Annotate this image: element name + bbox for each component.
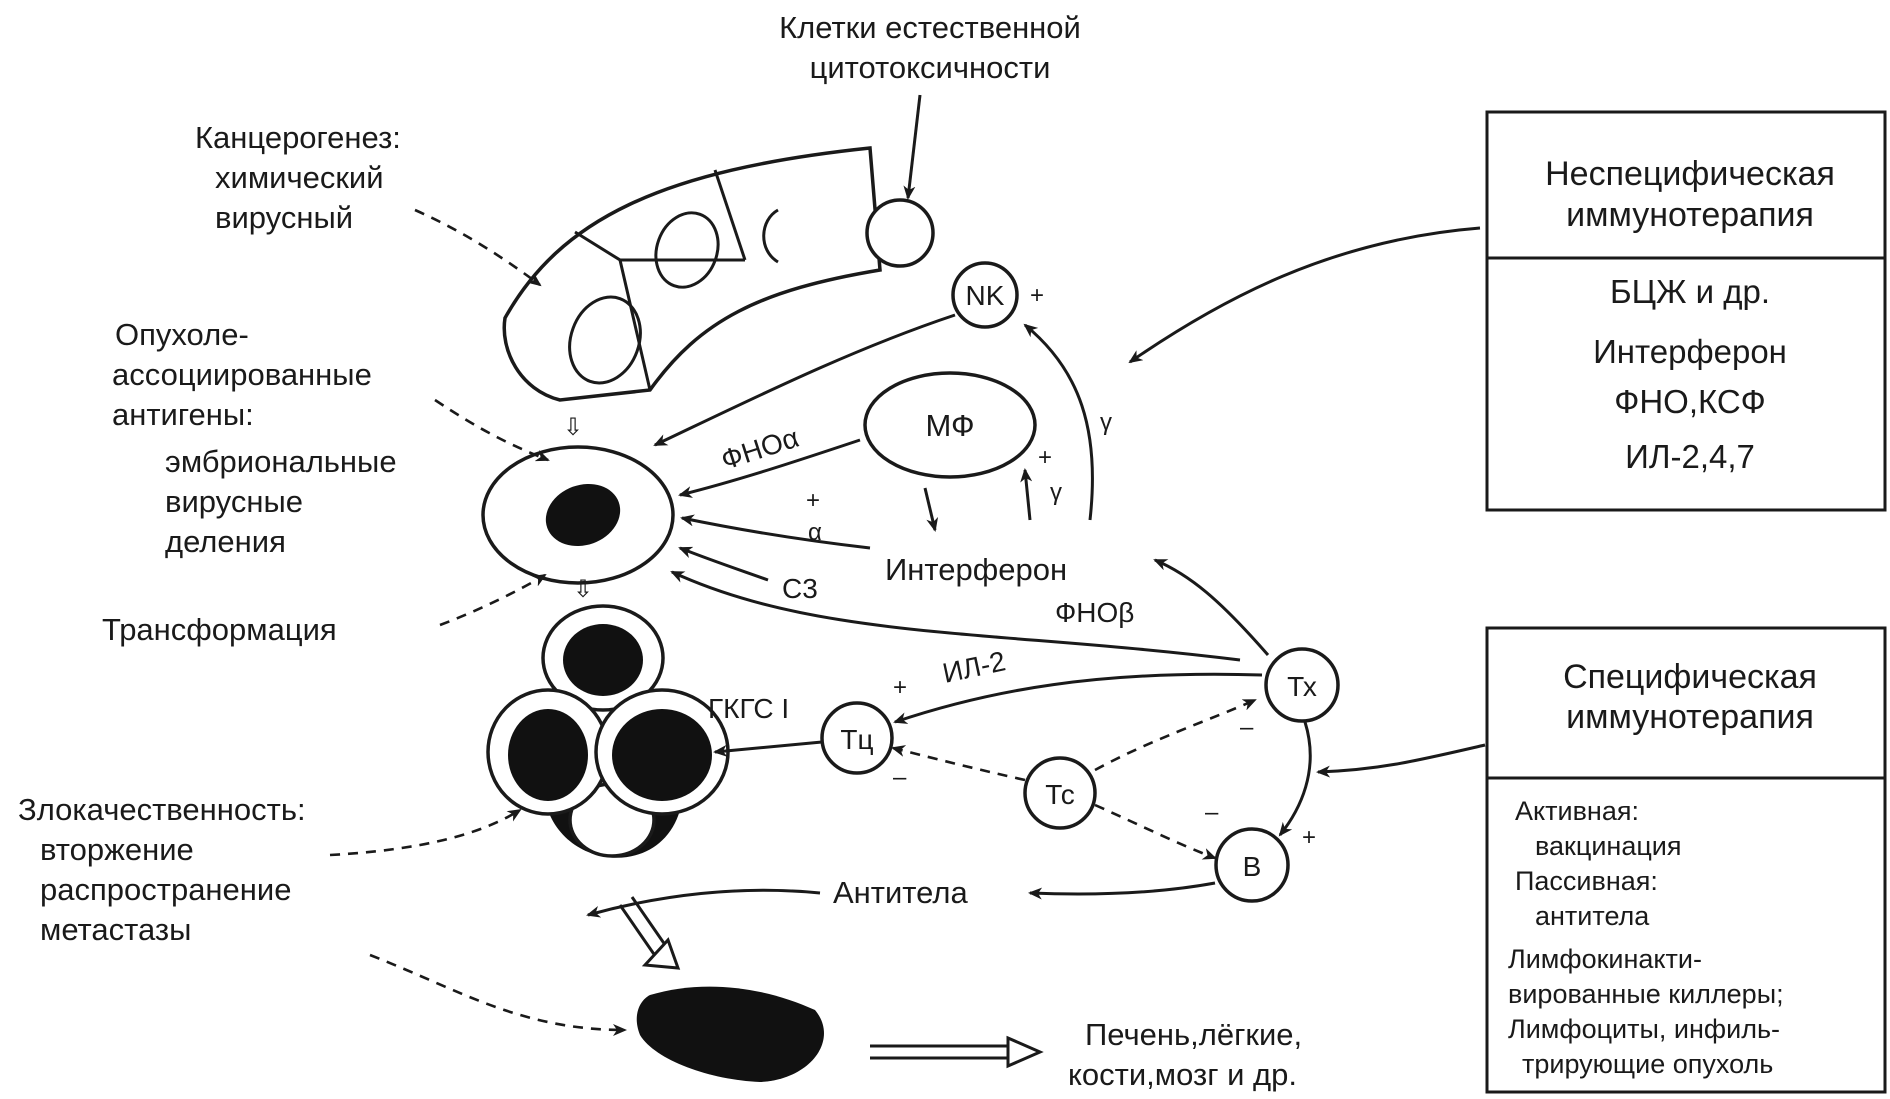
tumor-antigens-label: Опухоле- ассоциированные антигены: эмбри…: [112, 317, 397, 559]
specific-item-vaccination: вакцинация: [1535, 831, 1682, 861]
metastasis-targets-label: Печень,лёгкие, кости,мозг и др.: [1068, 1017, 1302, 1092]
minus-sign-tc: –: [893, 764, 907, 791]
malignancy-title: Злокачественность:: [18, 792, 306, 827]
minus-sign-b: –: [1205, 799, 1219, 826]
antibodies-label: Антитела: [833, 875, 968, 910]
nonspecific-item-tnf-csf: ФНО,КСФ: [1614, 383, 1766, 420]
specific-immunotherapy-box: Специфическая иммунотерапия Активная: ва…: [1487, 628, 1885, 1092]
carcinogenesis-chemical: химический: [215, 160, 384, 195]
nk-source-cell: [867, 200, 933, 266]
specific-item-til-line2: трирующие опухоль: [1522, 1049, 1773, 1079]
fno-alpha-label: ФНОα: [717, 422, 802, 476]
th-cell-label: Тх: [1287, 671, 1317, 702]
macrophage-label: МФ: [925, 408, 974, 443]
ts-cell-label: Тс: [1045, 779, 1075, 810]
specific-title-line1: Специфическая: [1563, 658, 1817, 696]
specific-item-lak-line2: вированные киллеры;: [1508, 979, 1784, 1009]
epithelium-cells: [504, 148, 880, 400]
gamma-label-2: γ: [1050, 479, 1062, 506]
plus-sign-b: +: [1302, 824, 1316, 851]
nonspecific-item-il: ИЛ-2,4,7: [1625, 438, 1755, 475]
metastasis-targets-line1: Печень,лёгкие,: [1085, 1017, 1302, 1052]
malignancy-spread: распространение: [40, 872, 291, 907]
malignancy-metastases: метастазы: [40, 912, 191, 947]
tumor-antigens-line3: антигены:: [112, 397, 254, 432]
tc-cell-label: Тц: [840, 724, 873, 755]
tumor-antigens-deletions: деления: [165, 524, 286, 559]
tumor-antigens-embryonic: эмбриональные: [165, 444, 397, 479]
metastasis-targets-line2: кости,мозг и др.: [1068, 1057, 1297, 1092]
plus-sign-nk: +: [1030, 282, 1044, 309]
carcinogenesis-viral: вирусный: [215, 200, 353, 235]
il2-label: ИЛ-2: [940, 645, 1008, 689]
down-arrow-1: ⇩: [563, 414, 583, 441]
fno-beta-label: ФНОβ: [1055, 597, 1134, 628]
nonspecific-title-line2: иммунотерапия: [1566, 196, 1814, 234]
plus-sign-alpha: +: [806, 487, 820, 514]
carcinogenesis-label: Канцерогенез: химический вирусный: [195, 120, 401, 235]
alpha-label: α: [808, 519, 822, 546]
nonspecific-title-line1: Неспецифическая: [1545, 155, 1835, 193]
tumor-cluster: [488, 690, 728, 858]
malignancy-label: Злокачественность: вторжение распростран…: [18, 792, 306, 947]
interferon-label: Интерферон: [885, 552, 1067, 587]
tumor-antigens-line1: Опухоле-: [115, 317, 249, 352]
nk-cells-label-line1: Клетки естественной: [779, 10, 1081, 45]
nk-cells-label: Клетки естественной цитотоксичности: [779, 10, 1081, 85]
specific-item-lak-line1: Лимфокинакти-: [1508, 944, 1702, 974]
tumor-antigens-line2: ассоциированные: [112, 357, 372, 392]
plus-sign-tc: +: [893, 674, 907, 701]
specific-item-antibodies: антитела: [1535, 901, 1650, 931]
b-cell-label: В: [1243, 851, 1262, 882]
nonspecific-item-interferon: Интерферон: [1593, 333, 1787, 370]
malignancy-invasion: вторжение: [40, 832, 194, 867]
specific-item-active: Активная:: [1515, 796, 1639, 826]
specific-title-line2: иммунотерапия: [1566, 698, 1814, 736]
tumor-antigens-viral: вирусные: [165, 484, 303, 519]
c3-label: С3: [782, 573, 818, 604]
nk-cells-label-line2: цитотоксичности: [810, 50, 1051, 85]
nonspecific-item-bcg: БЦЖ и др.: [1610, 273, 1770, 310]
nonspecific-immunotherapy-box: Неспецифическая иммунотерапия БЦЖ и др. …: [1487, 112, 1885, 510]
transformation-label: Трансформация: [102, 612, 337, 647]
plus-sign-mf: +: [1038, 444, 1052, 471]
metastasis-mass: [637, 987, 824, 1082]
down-arrow-2: ⇩: [573, 576, 593, 603]
carcinogenesis-title: Канцерогенез:: [195, 120, 401, 155]
tumor-cell-primary: [483, 447, 673, 583]
specific-item-til-line1: Лимфоциты, инфиль-: [1508, 1014, 1780, 1044]
gkgs-label: ГКГС I: [708, 693, 789, 724]
nk-cell-label: NK: [966, 280, 1005, 311]
gamma-label-1: γ: [1100, 409, 1112, 436]
specific-item-passive: Пассивная:: [1515, 866, 1658, 896]
minus-sign-th: –: [1240, 714, 1254, 741]
